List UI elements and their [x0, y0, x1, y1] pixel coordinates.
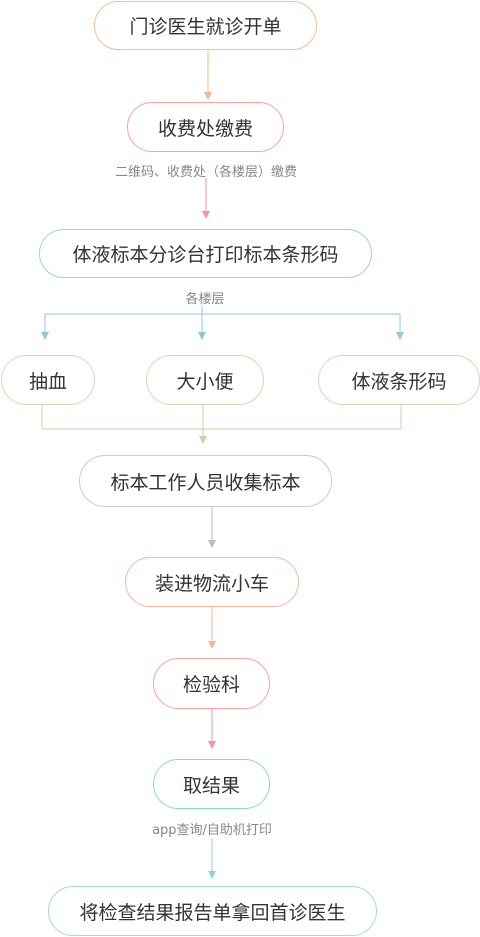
- node-logistics-cart: 装进物流小车: [125, 557, 299, 607]
- node-collect-specimen: 标本工作人员收集标本: [79, 455, 332, 507]
- node-return-report: 将检查结果报告单拿回首诊医生: [48, 886, 377, 936]
- node-fluid-barcode: 体液条形码: [318, 355, 480, 405]
- node-blood-draw: 抽血: [1, 355, 95, 405]
- note-payment-location: 二维码、收费处（各楼层）缴费: [114, 165, 298, 180]
- arrowhead-2: [202, 211, 210, 219]
- arrowhead-split-right: [396, 332, 404, 340]
- node-lab: 检验科: [153, 658, 270, 709]
- arrowhead-merge: [199, 436, 207, 444]
- arrowhead-1: [204, 92, 212, 100]
- note-floors: 各楼层: [185, 292, 225, 307]
- node-payment: 收费处缴费: [127, 102, 284, 152]
- note-result-pickup: app查询/自助机打印: [152, 823, 272, 838]
- node-stool-urine: 大小便: [146, 355, 264, 405]
- arrowhead-split-mid: [198, 332, 206, 340]
- arrowhead-7: [208, 741, 216, 749]
- arrowhead-split-left: [41, 332, 49, 340]
- arrowhead-8: [208, 871, 216, 879]
- node-print-barcode: 体液标本分诊台打印标本条形码: [39, 229, 372, 278]
- arrowhead-6: [208, 641, 216, 649]
- arrowhead-5: [208, 540, 216, 548]
- node-get-results: 取结果: [153, 759, 270, 809]
- node-doctor-order: 门诊医生就诊开单: [94, 1, 317, 50]
